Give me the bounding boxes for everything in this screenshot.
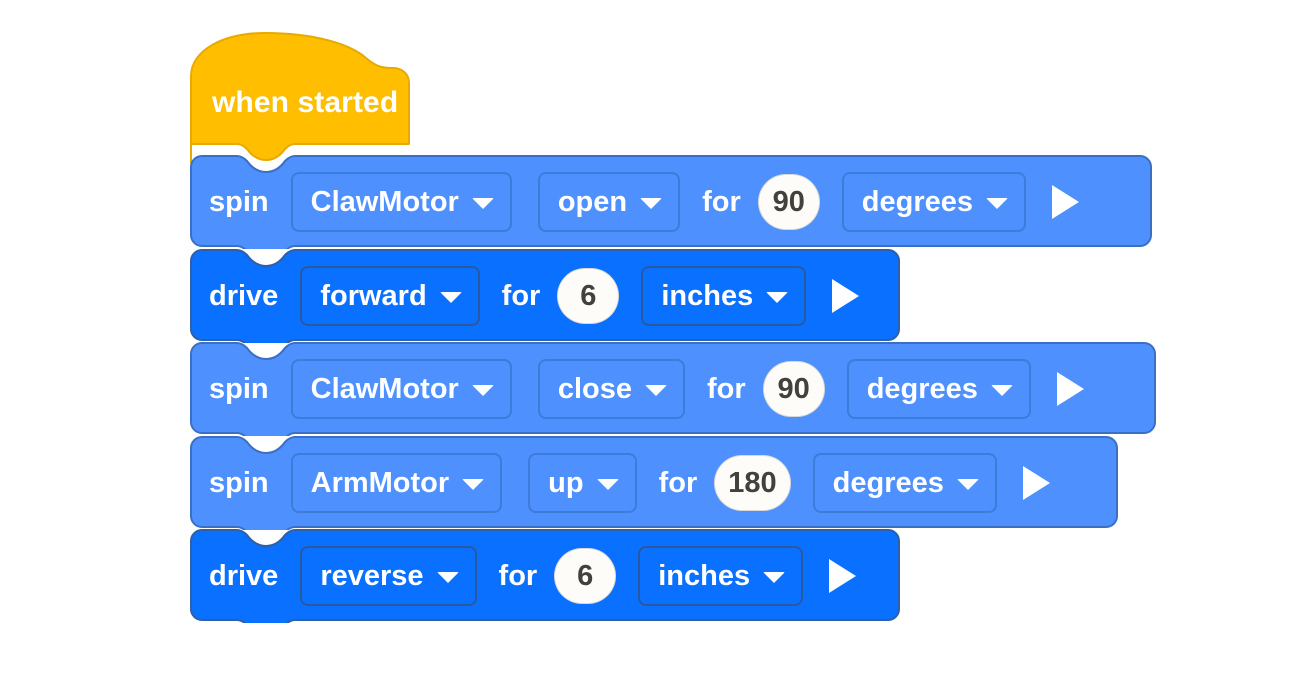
chevron-down-icon: [766, 291, 789, 303]
units-dropdown-value: degrees: [861, 185, 974, 218]
play-icon[interactable]: [1052, 185, 1080, 219]
play-icon[interactable]: [1056, 372, 1084, 406]
when-started-block-shape: [190, 32, 410, 164]
chevron-down-icon: [436, 571, 459, 583]
units-dropdown[interactable]: degrees: [841, 172, 1027, 232]
device-dropdown-value: ClawMotor: [310, 185, 459, 218]
direction-dropdown-value: forward: [320, 279, 427, 312]
direction-dropdown[interactable]: up: [528, 453, 637, 513]
chevron-down-icon: [986, 197, 1009, 209]
spin-armmotor-up-block[interactable]: spin ArmMotor up for 180 degrees: [190, 436, 1118, 530]
chevron-down-icon: [763, 571, 786, 583]
direction-dropdown-value: close: [557, 372, 633, 405]
drive-reverse-block[interactable]: drive reverse for 6 inches: [190, 529, 900, 623]
when-started-block[interactable]: when started: [190, 32, 410, 164]
units-dropdown-value: inches: [658, 559, 751, 592]
amount-input[interactable]: 90: [762, 361, 825, 417]
play-icon[interactable]: [829, 559, 857, 593]
drive-command-label: drive: [209, 279, 279, 312]
direction-dropdown-value: open: [557, 185, 628, 218]
device-dropdown-value: ClawMotor: [310, 372, 459, 405]
play-icon[interactable]: [832, 279, 860, 313]
spin-clawmotor-open-block[interactable]: spin ClawMotor open for 90 degrees: [190, 155, 1152, 249]
chevron-down-icon: [640, 197, 663, 209]
drive-forward-block[interactable]: drive forward for 6 inches: [190, 249, 900, 343]
direction-dropdown[interactable]: forward: [300, 266, 480, 326]
units-dropdown[interactable]: degrees: [846, 359, 1031, 419]
for-label: for: [501, 279, 541, 312]
for-label: for: [658, 466, 698, 499]
direction-dropdown[interactable]: close: [537, 359, 686, 419]
direction-dropdown-value: reverse: [320, 559, 424, 592]
units-dropdown[interactable]: inches: [641, 266, 807, 326]
direction-dropdown-value: up: [548, 466, 584, 499]
amount-input[interactable]: 90: [757, 174, 820, 230]
spin-command-label: spin: [209, 372, 269, 405]
chevron-down-icon: [439, 291, 462, 303]
chevron-down-icon: [471, 384, 494, 396]
play-icon[interactable]: [1022, 466, 1050, 500]
direction-dropdown[interactable]: reverse: [300, 546, 477, 606]
units-dropdown-value: inches: [661, 279, 754, 312]
for-label: for: [498, 559, 538, 592]
chevron-down-icon: [596, 478, 619, 490]
for-label: for: [707, 372, 746, 405]
spin-command-label: spin: [209, 185, 269, 218]
when-started-label: when started: [212, 86, 399, 119]
device-dropdown-value: ArmMotor: [310, 466, 450, 499]
amount-input[interactable]: 6: [557, 268, 620, 324]
drive-command-label: drive: [209, 559, 279, 592]
for-label: for: [702, 185, 741, 218]
chevron-down-icon: [956, 478, 979, 490]
units-dropdown-value: degrees: [866, 372, 978, 405]
chevron-down-icon: [645, 384, 668, 396]
units-dropdown[interactable]: degrees: [812, 453, 997, 513]
spin-command-label: spin: [209, 466, 269, 499]
device-dropdown[interactable]: ClawMotor: [290, 172, 512, 232]
amount-input[interactable]: 6: [554, 548, 617, 604]
units-dropdown-value: degrees: [832, 466, 944, 499]
amount-input[interactable]: 180: [714, 455, 791, 511]
spin-clawmotor-close-block[interactable]: spin ClawMotor close for 90 degrees: [190, 342, 1156, 436]
chevron-down-icon: [471, 197, 494, 209]
units-dropdown[interactable]: inches: [638, 546, 804, 606]
device-dropdown[interactable]: ArmMotor: [290, 453, 503, 513]
device-dropdown[interactable]: ClawMotor: [290, 359, 512, 419]
chevron-down-icon: [462, 478, 485, 490]
direction-dropdown[interactable]: open: [537, 172, 681, 232]
chevron-down-icon: [990, 384, 1013, 396]
